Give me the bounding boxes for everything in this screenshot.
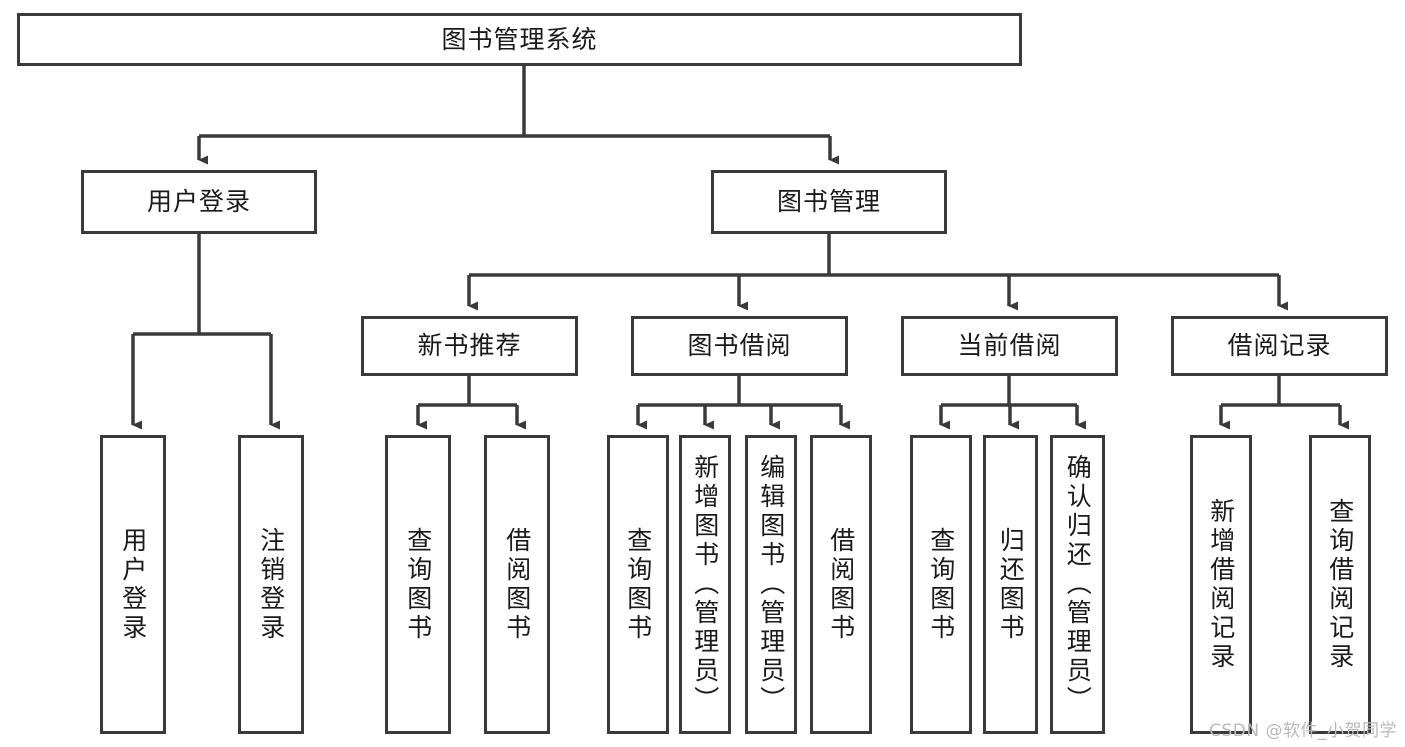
node-leaf-return-book[interactable]: 归还图书 xyxy=(983,435,1038,734)
node-book-borrow[interactable]: 图书借阅 xyxy=(631,316,848,376)
node-label: 查询图书 xyxy=(403,526,433,643)
node-label: 当前借阅 xyxy=(957,331,1062,361)
node-label: 归还图书 xyxy=(996,526,1026,643)
node-label: 借阅图书 xyxy=(826,526,856,643)
node-new-book-recommend[interactable]: 新书推荐 xyxy=(361,316,578,376)
node-leaf-query-book-recommend[interactable]: 查询图书 xyxy=(385,435,451,734)
node-leaf-add-borrow-record[interactable]: 新增借阅记录 xyxy=(1190,435,1252,734)
node-leaf-borrow-book-borrow[interactable]: 借阅图书 xyxy=(810,435,872,734)
node-label: 确认归还（管理员） xyxy=(1063,454,1093,715)
node-label: 新增借阅记录 xyxy=(1206,497,1236,672)
node-leaf-edit-book-admin[interactable]: 编辑图书（管理员） xyxy=(745,435,797,734)
node-leaf-query-borrow-record[interactable]: 查询借阅记录 xyxy=(1309,435,1371,734)
node-label: 查询借阅记录 xyxy=(1325,497,1355,672)
node-root-system[interactable]: 图书管理系统 xyxy=(17,13,1022,66)
node-leaf-query-book-borrow[interactable]: 查询图书 xyxy=(607,435,669,734)
node-borrow-record[interactable]: 借阅记录 xyxy=(1171,316,1388,376)
node-user-login[interactable]: 用户登录 xyxy=(81,170,317,234)
node-label: 图书管理系统 xyxy=(441,24,598,54)
node-label: 图书借阅 xyxy=(687,331,792,361)
node-leaf-confirm-return-admin[interactable]: 确认归还（管理员） xyxy=(1050,435,1105,734)
node-label: 图书管理 xyxy=(776,187,881,217)
node-current-borrow[interactable]: 当前借阅 xyxy=(901,316,1118,376)
node-label: 新增图书（管理员） xyxy=(690,454,720,715)
node-label: 用户登录 xyxy=(118,526,148,643)
node-label: 借阅图书 xyxy=(502,526,532,643)
node-leaf-borrow-book-recommend[interactable]: 借阅图书 xyxy=(484,435,550,734)
node-label: 借阅记录 xyxy=(1227,331,1332,361)
node-label: 编辑图书（管理员） xyxy=(756,454,786,715)
node-label: 用户登录 xyxy=(146,187,251,217)
node-label: 注销登录 xyxy=(256,526,286,643)
node-leaf-query-book-current[interactable]: 查询图书 xyxy=(910,435,972,734)
node-label: 查询图书 xyxy=(926,526,956,643)
node-label: 查询图书 xyxy=(623,526,653,643)
node-leaf-user-logout[interactable]: 注销登录 xyxy=(238,435,304,734)
node-label: 新书推荐 xyxy=(417,331,522,361)
watermark-text: CSDN @软件_小贺同学 xyxy=(1209,721,1397,741)
node-leaf-user-login[interactable]: 用户登录 xyxy=(100,435,166,734)
node-leaf-add-book-admin[interactable]: 新增图书（管理员） xyxy=(679,435,731,734)
node-book-manage[interactable]: 图书管理 xyxy=(711,170,947,234)
